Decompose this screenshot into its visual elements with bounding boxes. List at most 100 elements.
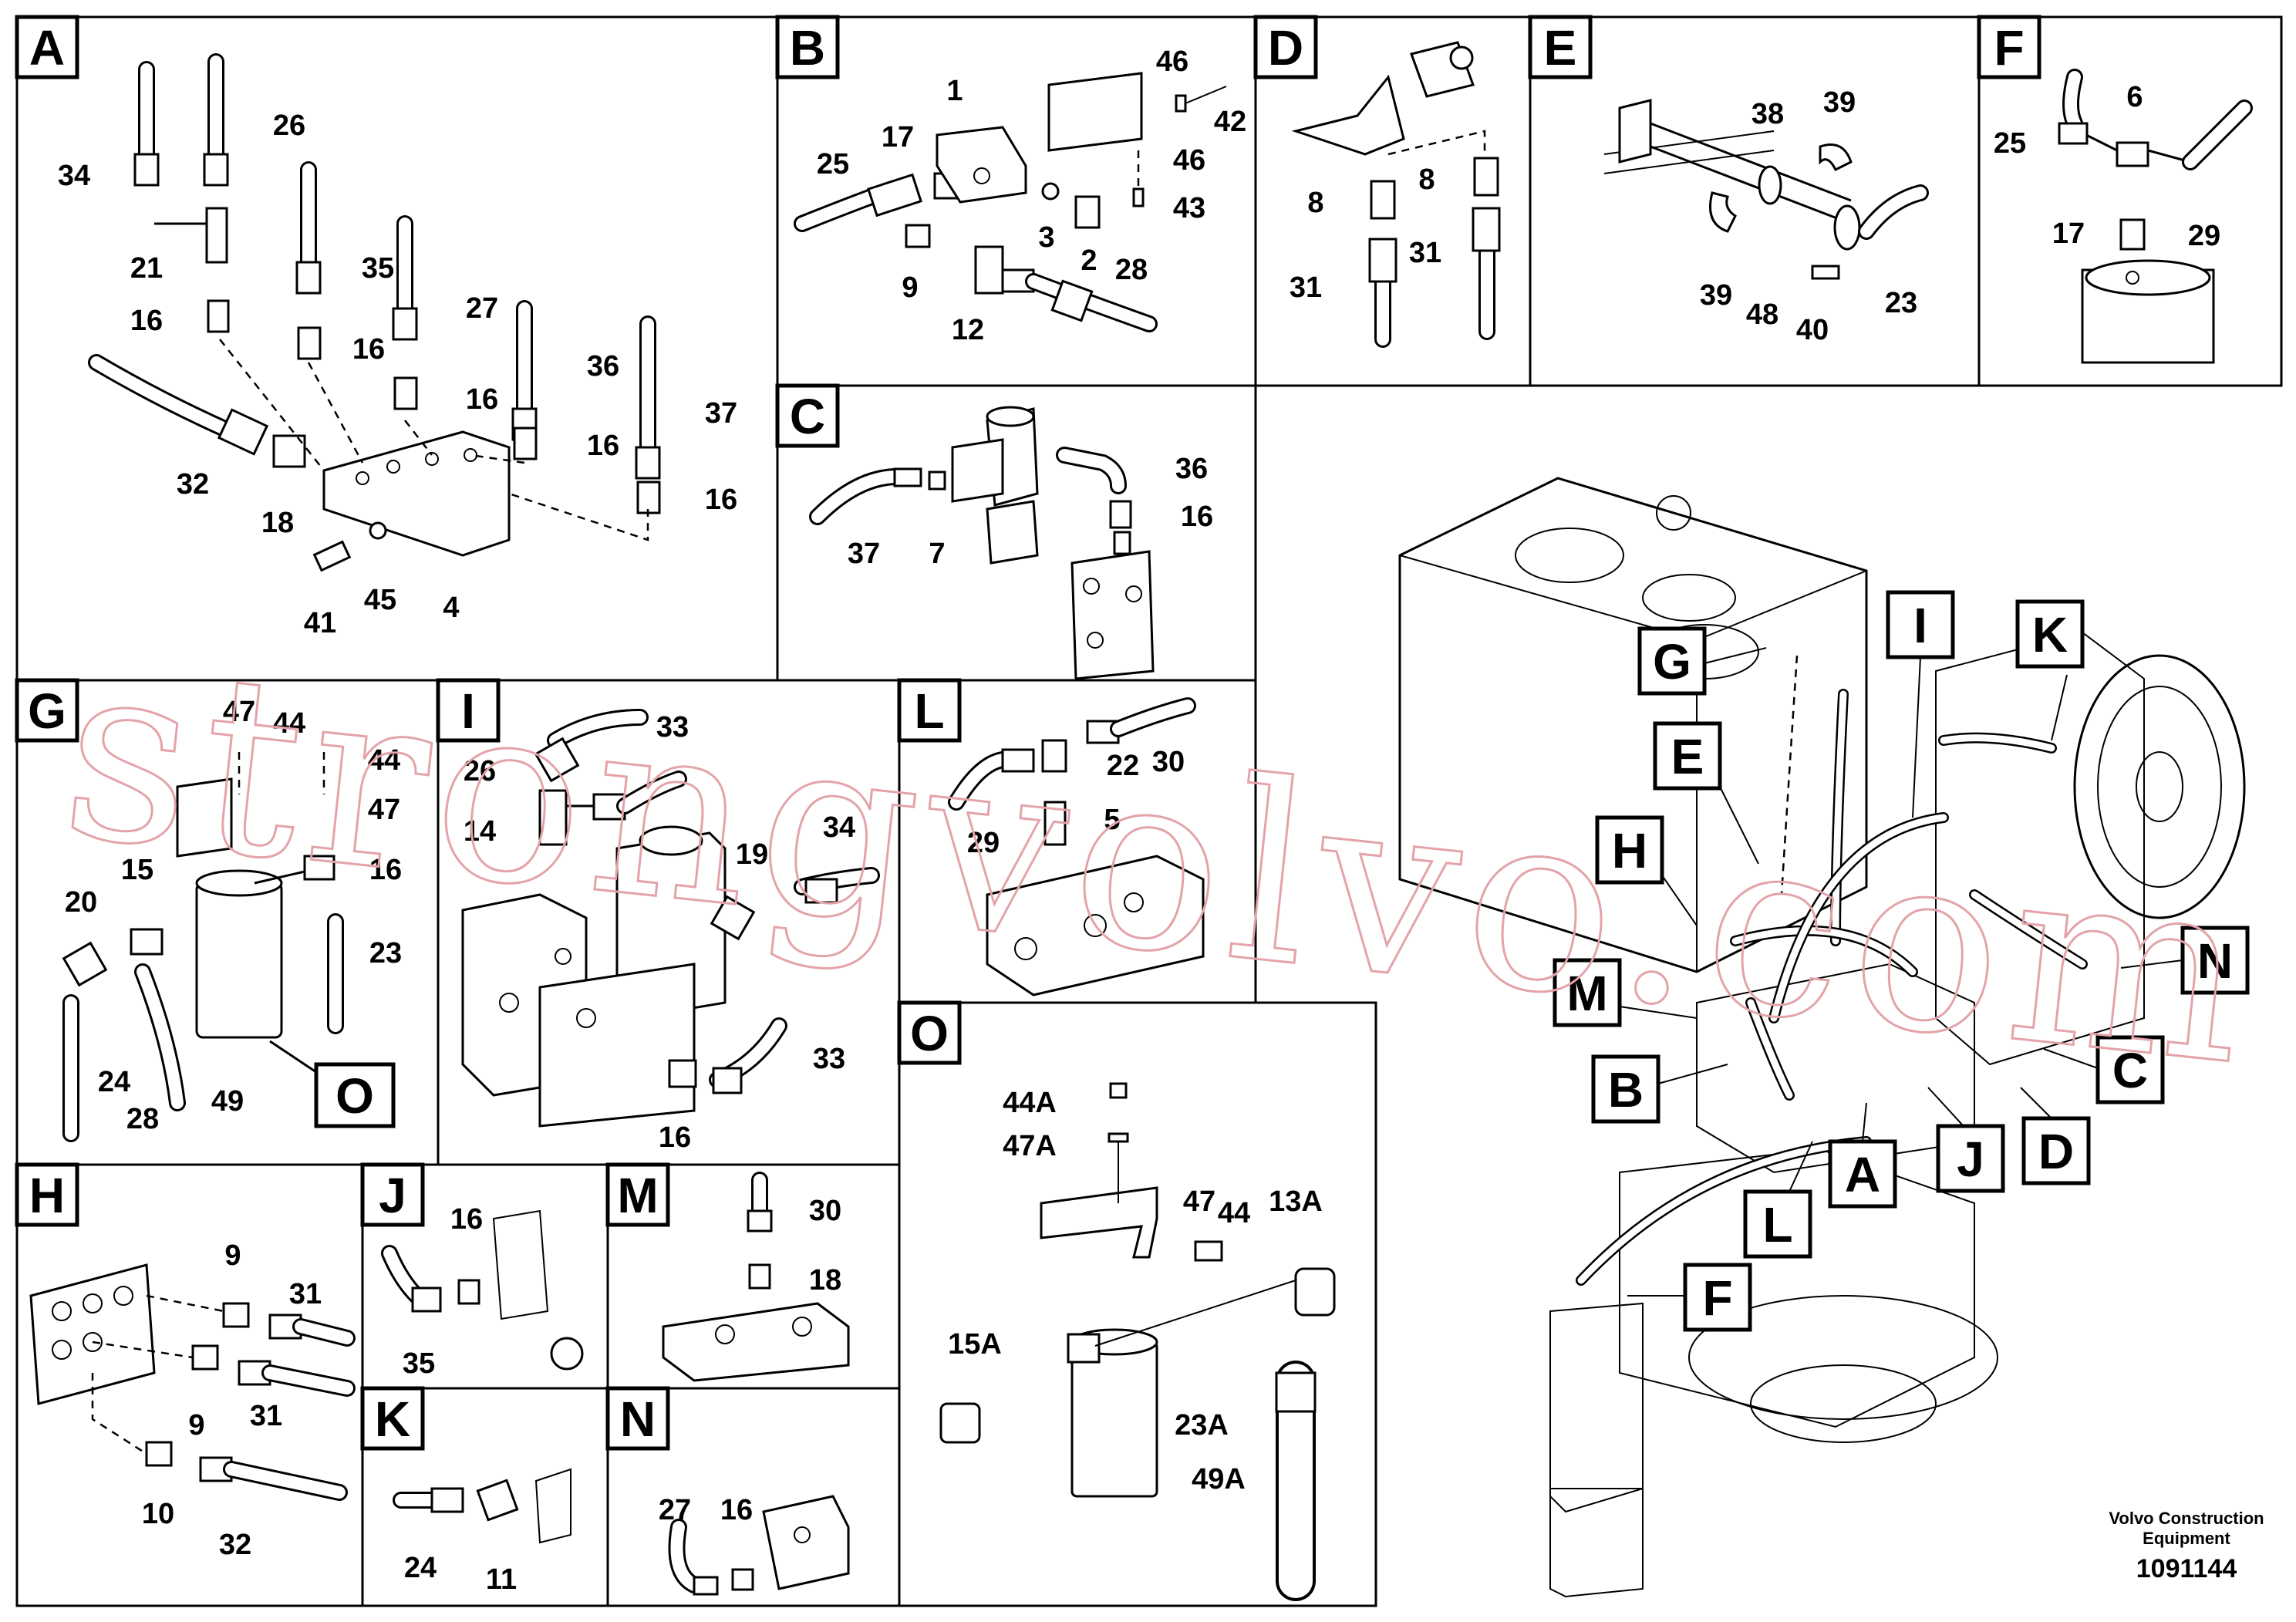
part-label: 31 <box>1409 237 1441 269</box>
elbow-fitting-icon <box>974 245 1004 295</box>
part-label: 17 <box>2052 218 2085 250</box>
panel-l-labels: 30 22 5 29 <box>967 746 1185 859</box>
bracket-icon <box>176 777 233 858</box>
callout-label: L <box>1762 1197 1792 1253</box>
bulkhead-plate-icon <box>29 1263 156 1405</box>
part-label: 36 <box>587 350 619 383</box>
part-label: 39 <box>1700 279 1732 312</box>
panel-k-labels: 24 11 <box>404 1552 517 1596</box>
mounting-bracket-icon <box>1291 74 1405 156</box>
panel-title-f: F <box>1994 20 2024 76</box>
tee-fitting-icon <box>2116 141 2149 167</box>
panel-n-labels: 27 16 <box>659 1494 753 1526</box>
part-label: 15 <box>121 854 153 886</box>
part-label: 29 <box>2188 220 2220 252</box>
overview-machine-drawing <box>1398 477 2246 1598</box>
part-label: 37 <box>848 538 880 570</box>
panel-c-labels: 36 16 37 7 <box>848 453 1213 570</box>
panel-title-g: G <box>28 683 66 739</box>
callout-label: O <box>335 1068 374 1124</box>
hydraulic-tank-icon <box>1398 477 1868 973</box>
panel-title-boxes <box>15 15 2041 1451</box>
part-label: 35 <box>362 252 394 285</box>
part-label: 16 <box>587 430 619 462</box>
panel-h-drawing <box>29 1263 356 1501</box>
panel-h-labels: 9 31 9 31 10 32 <box>142 1239 322 1561</box>
part-label: 32 <box>219 1529 251 1561</box>
hose-fitting-icon <box>133 153 160 187</box>
panel-m-drawing <box>662 1172 850 1382</box>
panel-title-b: B <box>790 20 825 76</box>
part-label: 20 <box>65 886 97 919</box>
part-label: 16 <box>352 333 385 366</box>
callout-label: D <box>2038 1124 2074 1179</box>
part-label: 21 <box>130 252 163 285</box>
part-label: 1 <box>946 75 963 107</box>
part-label: 23 <box>369 937 402 969</box>
panel-o-labels: 44A 47A 47 44 13A 15A 23A 49A <box>948 1087 1323 1496</box>
part-label: 22 <box>1107 750 1139 782</box>
panel-j-labels: 16 35 <box>403 1203 483 1380</box>
part-label: 16 <box>705 484 737 516</box>
part-label: 19 <box>736 838 768 871</box>
swing-motor-icon <box>1549 1302 1644 1513</box>
part-label: 47 <box>1183 1185 1215 1218</box>
tee-fitting-icon <box>130 928 164 956</box>
callout-label: A <box>1845 1147 1880 1202</box>
footer-company-line1: Volvo Construction <box>2109 1509 2264 1528</box>
part-label: 16 <box>130 305 163 337</box>
panel-title-d: D <box>1268 20 1303 76</box>
part-label: 26 <box>273 110 305 142</box>
bracket-icon <box>1047 72 1143 152</box>
part-label: 9 <box>902 271 918 304</box>
part-label: 47 <box>368 794 400 826</box>
panel-a-labels: 34 26 21 16 35 27 16 16 36 16 37 16 32 1… <box>58 110 737 639</box>
part-label: 17 <box>882 121 914 153</box>
footer-drawing-number: 1091144 <box>2136 1554 2237 1583</box>
panel-k-drawing <box>393 1468 571 1544</box>
part-label: 23A <box>1175 1409 1229 1442</box>
valve-block-icon <box>662 1302 850 1382</box>
panel-i-drawing <box>461 709 880 1128</box>
part-label: 12 <box>952 314 984 346</box>
part-label: 33 <box>656 711 689 744</box>
part-label: 7 <box>929 538 945 570</box>
part-label: 15A <box>948 1328 1002 1361</box>
callout-label: C <box>2112 1043 2148 1098</box>
tee-fitting-icon <box>205 207 228 264</box>
part-label: 16 <box>720 1494 753 1526</box>
overview-callout-labels: G I K E H N M B C A J D L F <box>1566 598 2233 1326</box>
part-label: 24 <box>404 1552 437 1584</box>
engine-flywheel-icon <box>2073 654 2246 919</box>
panel-e-labels: 38 39 39 48 40 23 <box>1700 86 1917 346</box>
panel-d-labels: 8 8 31 31 <box>1290 164 1441 304</box>
panel-title-j: J <box>379 1168 406 1223</box>
part-label: 45 <box>364 584 396 616</box>
part-label: 49 <box>211 1085 244 1118</box>
panel-n-drawing <box>668 1495 850 1596</box>
callout-label: B <box>1608 1062 1644 1118</box>
panel-b-labels: 46 42 1 17 25 46 43 3 2 9 12 28 <box>817 46 1246 346</box>
elbow-fitting-icon <box>303 855 335 881</box>
part-label: 27 <box>466 292 498 325</box>
panel-g-drawing <box>62 752 396 1142</box>
part-label: 30 <box>1152 746 1185 778</box>
part-label: 28 <box>1115 254 1148 286</box>
part-label: 43 <box>1173 192 1205 224</box>
part-label: 46 <box>1173 144 1205 177</box>
callout-label: K <box>2032 607 2068 663</box>
part-label: 10 <box>142 1498 174 1530</box>
panel-g-labels: 47 44 44 47 20 15 16 23 24 28 49 O <box>65 696 402 1135</box>
bracket-icon <box>1040 1186 1158 1259</box>
panel-f-labels: 6 25 17 29 <box>1994 81 2220 252</box>
part-label: 13A <box>1269 1185 1323 1218</box>
adapter-block-icon <box>936 126 1027 204</box>
panel-title-l: L <box>914 683 944 739</box>
part-label: 25 <box>1994 127 2026 160</box>
panel-frames <box>15 15 2283 1607</box>
footer-company-line2: Equipment <box>2143 1529 2230 1548</box>
part-label: 49A <box>1192 1463 1246 1496</box>
panel-title-h: H <box>29 1168 65 1223</box>
distribution-block-icon <box>322 430 511 557</box>
